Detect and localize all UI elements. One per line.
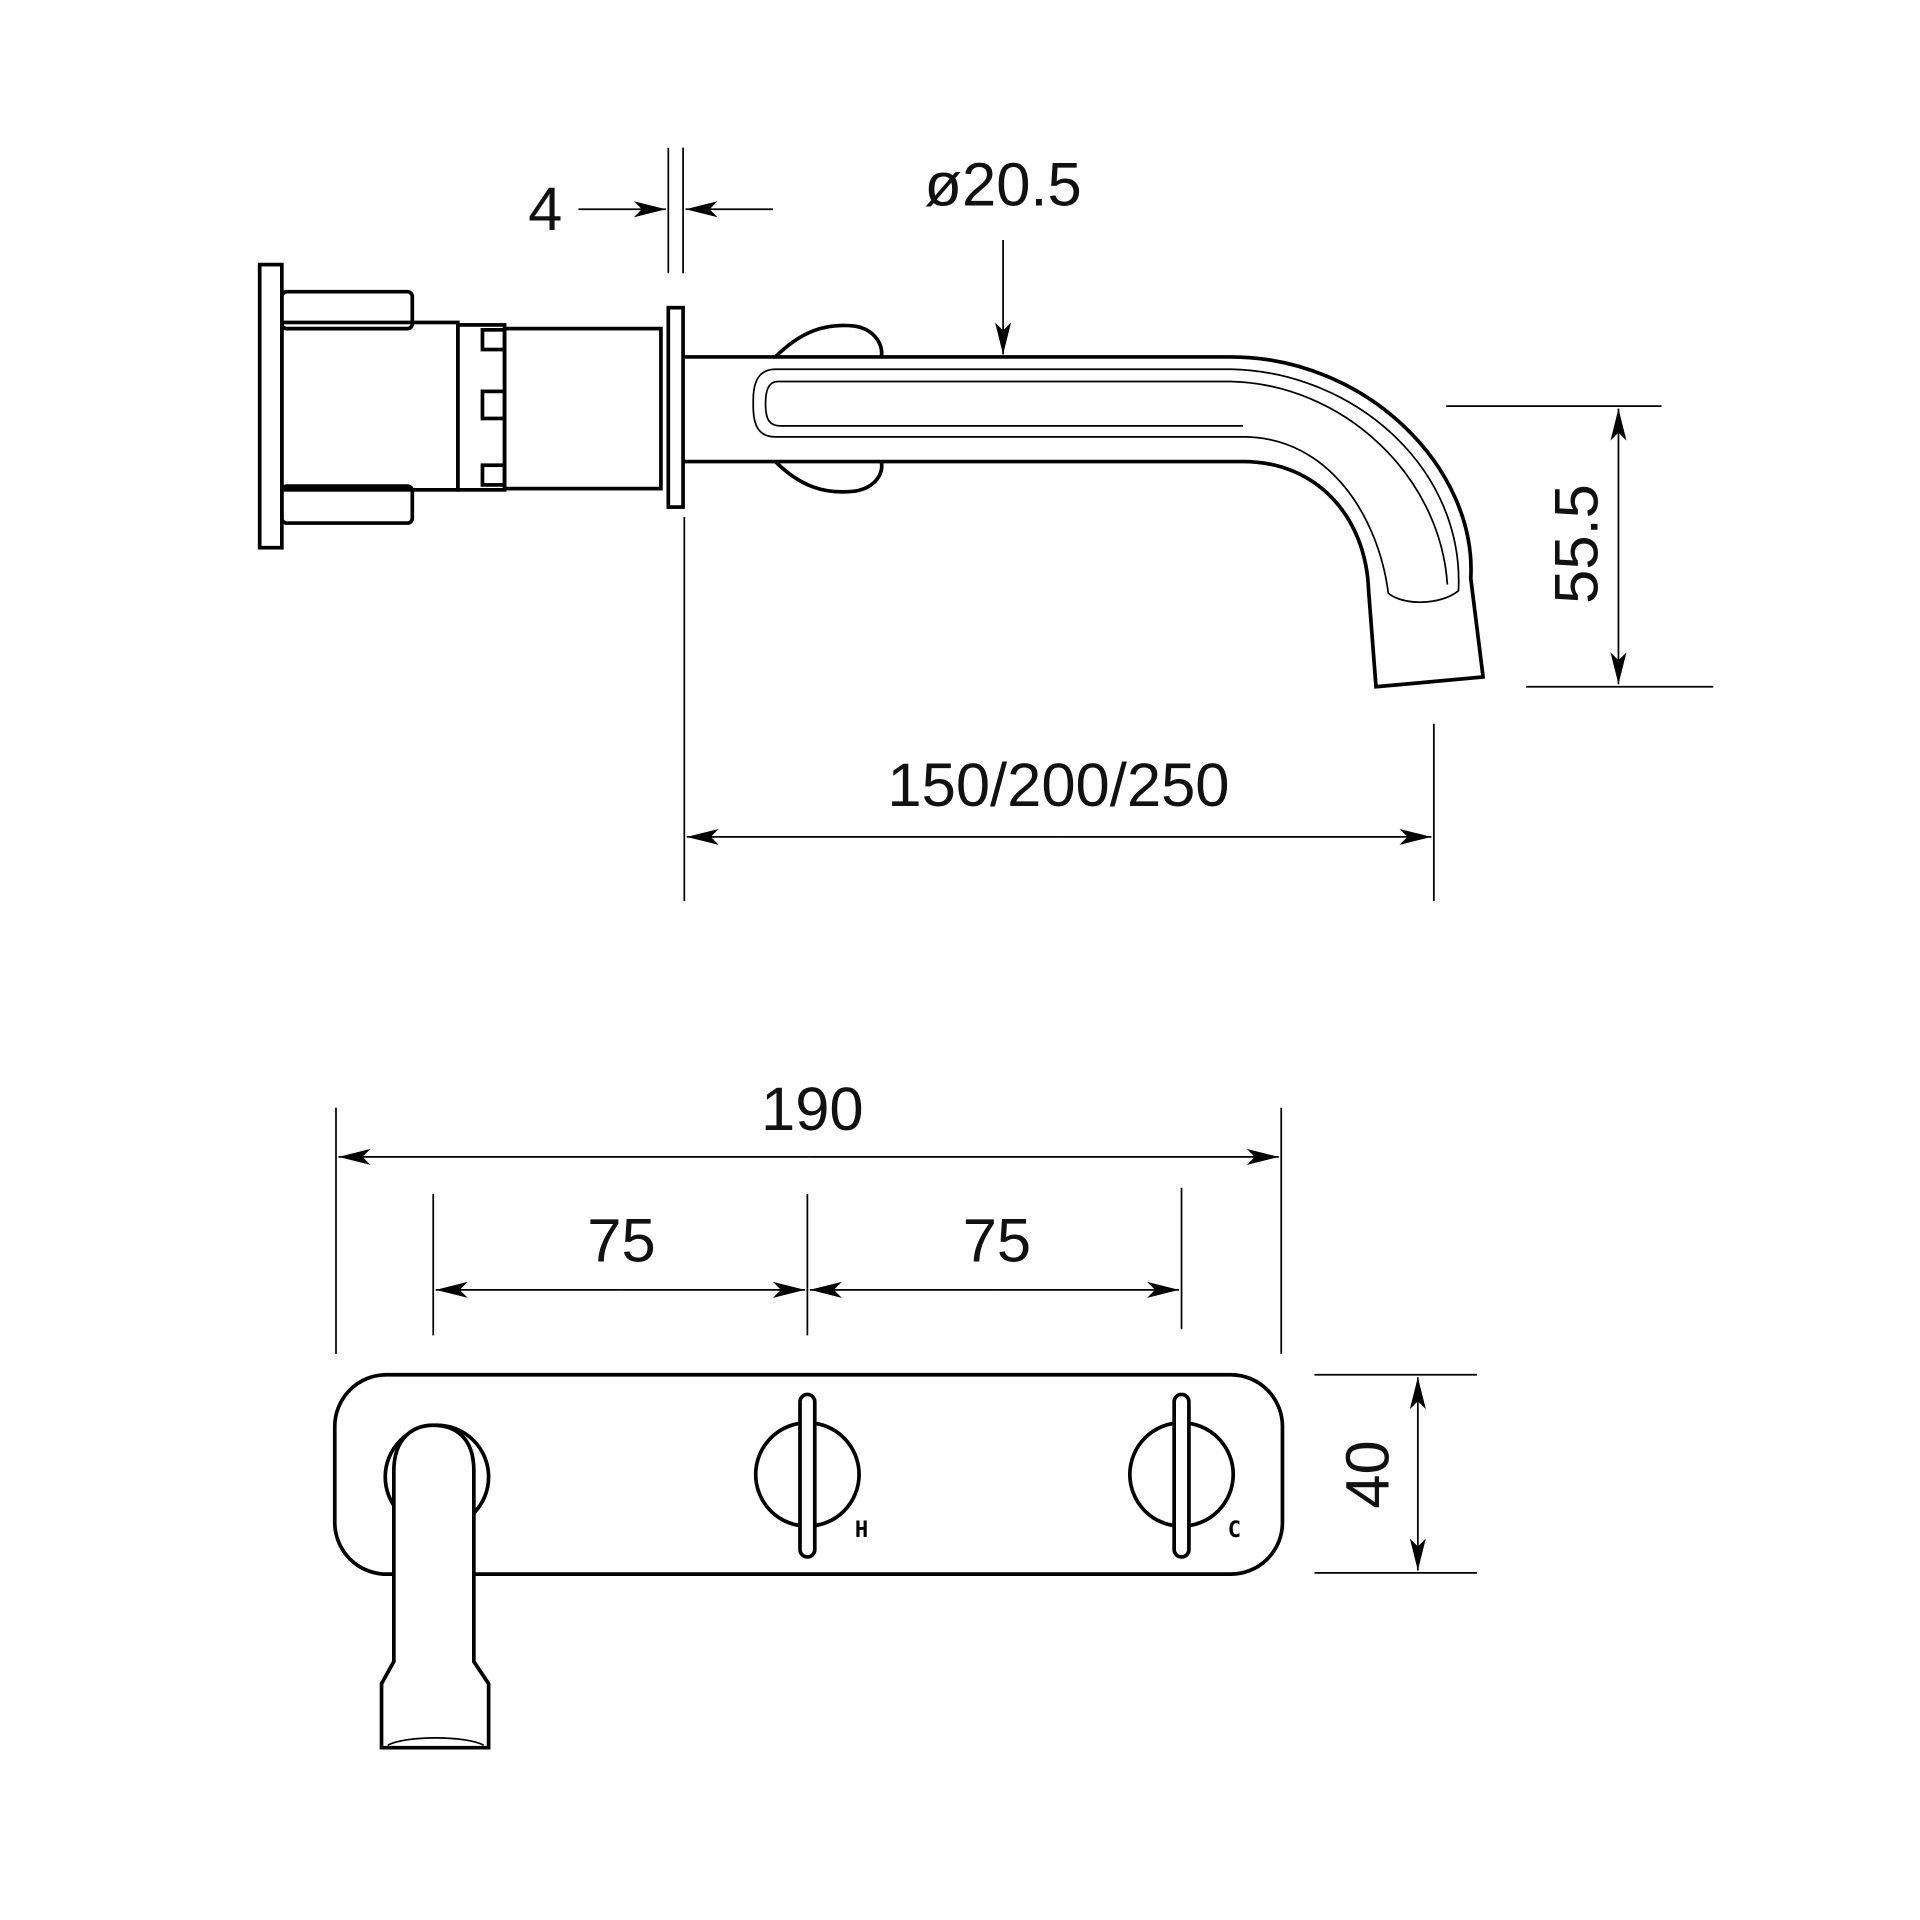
cold-marker: C	[1228, 1517, 1241, 1543]
spacing-right-label: 75	[963, 1207, 1031, 1276]
dim-spout-drop: 55.5	[1446, 405, 1714, 688]
front-view-plate	[332, 1372, 1285, 1576]
spout-projection-label: 150/200/250	[887, 751, 1229, 820]
plate-height-label: 40	[1333, 1440, 1402, 1508]
dim-handle-spacing: 75 75	[432, 1187, 1183, 1336]
hot-marker: H	[855, 1517, 868, 1543]
spout-diameter-label: ø20.5	[924, 151, 1081, 220]
spacing-left-label: 75	[587, 1207, 655, 1276]
hot-handle: H	[753, 1392, 868, 1559]
dim-plate-width: 190	[335, 1075, 1283, 1354]
side-view-spout	[683, 323, 1486, 689]
plate-width-label: 190	[761, 1075, 864, 1144]
dim-spout-projection: 150/200/250	[683, 516, 1435, 901]
side-view-valve-body	[257, 262, 685, 550]
dim-flange-thickness: 4	[528, 147, 773, 274]
cold-handle: C	[1128, 1392, 1241, 1559]
spout-drop-label: 55.5	[1543, 484, 1612, 604]
dim-plate-height: 40	[1314, 1373, 1477, 1574]
front-view-spout	[379, 1423, 491, 1750]
dim-spout-diameter: ø20.5	[924, 151, 1082, 355]
flange-thickness-label: 4	[528, 175, 562, 244]
